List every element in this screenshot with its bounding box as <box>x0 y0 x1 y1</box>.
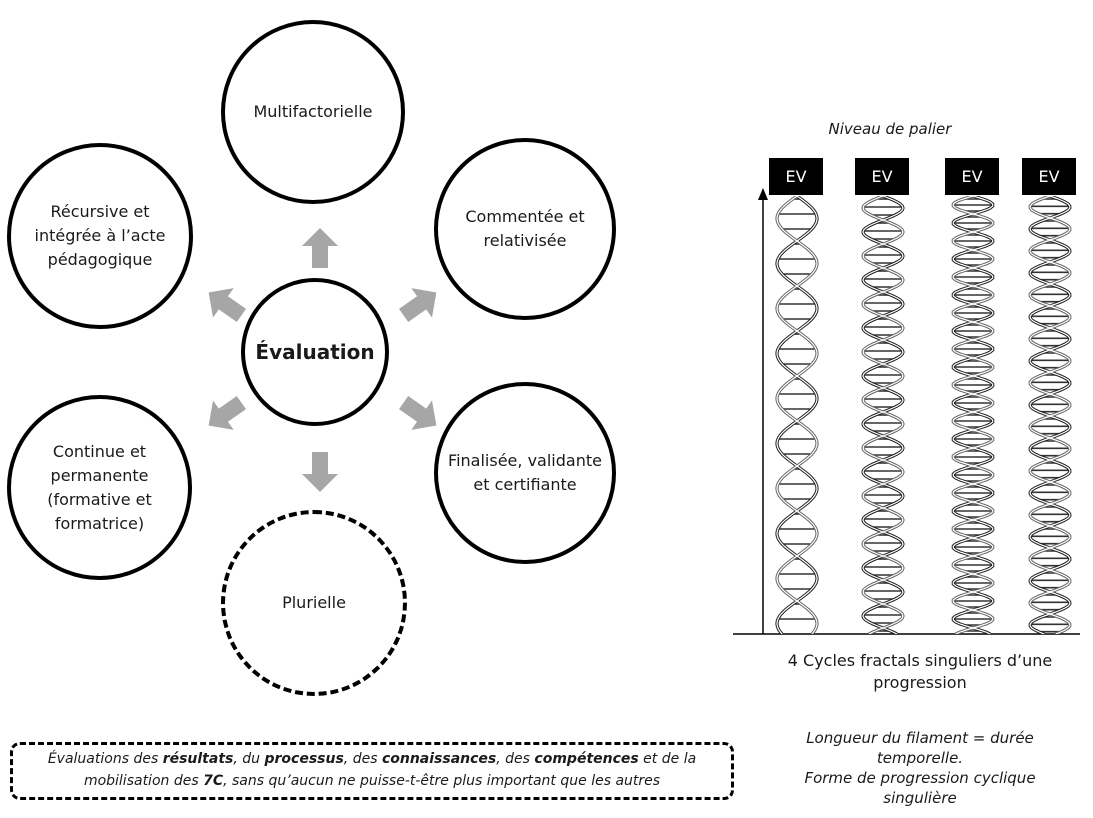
strand-b <box>776 196 818 634</box>
note-bold-resultats: résultats <box>162 751 234 767</box>
node-bottom-label: Plurielle <box>282 593 346 612</box>
ev-label-2: EV <box>855 158 909 195</box>
arrow-down-left <box>208 395 246 430</box>
y-axis-arrowhead <box>758 188 768 200</box>
strand-b <box>862 196 904 634</box>
node-top-left: Récursive et intégrée à l’acte pédagogiq… <box>7 143 193 329</box>
node-bottom-right: Finalisée, validante et certifiante <box>434 382 616 564</box>
note-text-6: , sans qu’aucun ne puisse-t-être plus im… <box>223 773 661 789</box>
note-bold-processus: processus <box>264 751 344 767</box>
axis-top-label: Niveau de palier <box>828 120 952 138</box>
node-bottom: Plurielle <box>221 510 407 696</box>
ev-label-4: EV <box>1022 158 1076 195</box>
node-top-left-label: Récursive et intégrée à l’acte pédagogiq… <box>34 202 166 269</box>
node-top: Multifactorielle <box>221 20 405 204</box>
note-text-1: Évaluations des <box>47 751 163 767</box>
note-box: Évaluations des résultats, du processus,… <box>10 742 734 800</box>
center-label: Évaluation <box>255 340 375 364</box>
strand-b <box>952 196 994 634</box>
strand-a <box>862 196 904 634</box>
note-text-3: , des <box>343 751 382 767</box>
note-text-4: , des <box>496 751 535 767</box>
node-bottom-left: Continue et permanente (formative et for… <box>7 395 192 580</box>
arrow-up <box>302 228 338 268</box>
note-text-5: et de la mobilisation des <box>83 751 697 789</box>
node-top-label: Multifactorielle <box>253 102 373 121</box>
note-bold-connaissances: connaissances <box>381 751 497 767</box>
arrow-up-right <box>399 288 437 323</box>
node-top-right-label: Commentée et relativisée <box>465 207 585 250</box>
arrow-down-right <box>399 395 437 430</box>
node-bottom-left-label: Continue et permanente (formative et for… <box>47 441 152 533</box>
caption-line-2: Forme de progression cyclique singulière <box>804 769 1036 807</box>
strand-a <box>776 196 818 634</box>
caption-line-1: Longueur du filament = durée temporelle. <box>806 729 1034 767</box>
strand-a <box>1029 196 1071 634</box>
strand-b <box>1029 196 1071 634</box>
dna-helix-2 <box>861 196 905 634</box>
ev-label-1: EV <box>769 158 823 195</box>
node-center: Évaluation <box>241 278 389 426</box>
note-text-2: , du <box>233 751 265 767</box>
node-top-right: Commentée et relativisée <box>434 138 616 320</box>
note-bold-competences: compétences <box>534 751 639 767</box>
strand-a <box>952 196 994 634</box>
dna-helix-4 <box>1028 196 1072 634</box>
note-bold-7c: 7C <box>203 773 224 789</box>
ev-label-3: EV <box>945 158 999 195</box>
arrow-up-left <box>208 288 246 323</box>
dna-helix-3 <box>951 196 995 634</box>
bottom-label: 4 Cycles fractals singuliers d’une progr… <box>787 651 1053 692</box>
arrow-down <box>302 452 338 492</box>
dna-helix-1 <box>775 196 819 634</box>
node-bottom-right-label: Finalisée, validante et certifiante <box>448 451 602 494</box>
